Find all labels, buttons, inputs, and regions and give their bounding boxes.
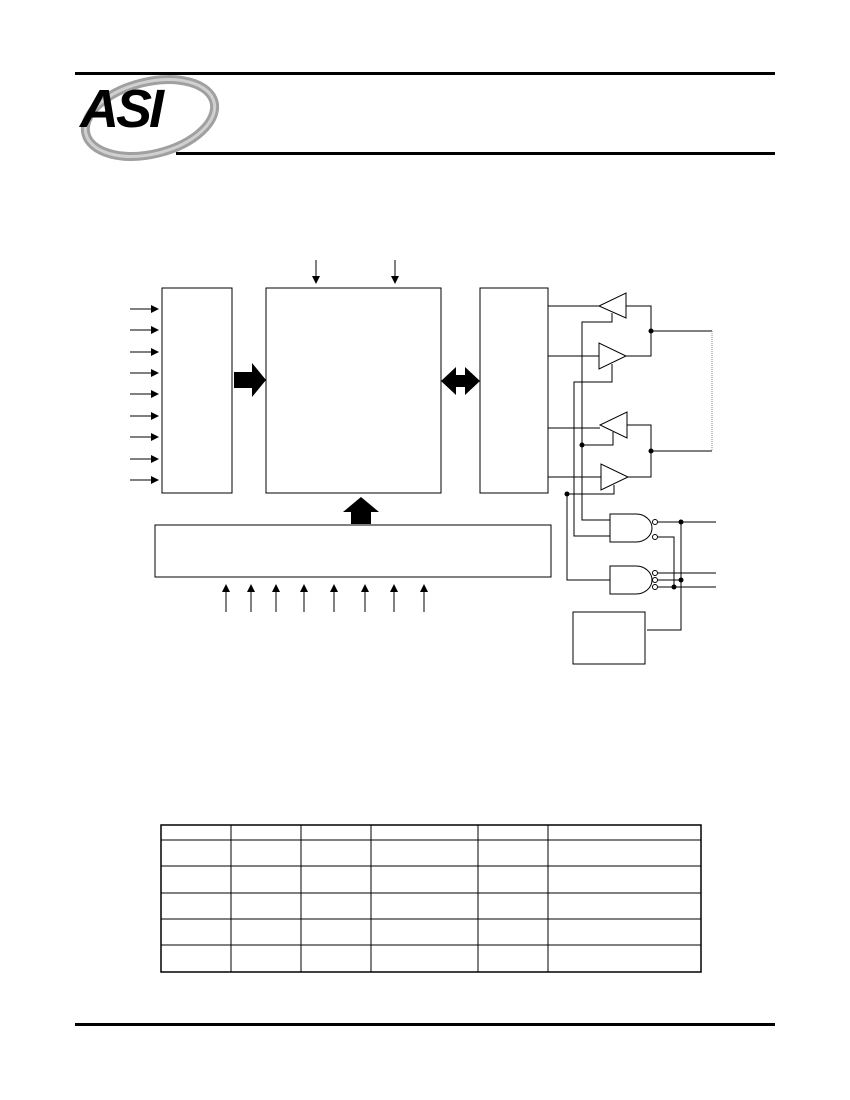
control-junctions [671,519,684,590]
output-buffers [597,292,630,491]
row-decoder-block [161,287,233,494]
logo [80,75,220,161]
and-gates [609,513,658,595]
column-address-inputs [222,584,428,612]
power-down-block [572,611,646,665]
shared-io-link [651,330,713,452]
and-gate-2 [609,565,653,595]
memory-array-block [265,287,442,494]
array-control-inputs [312,260,399,284]
header-rule-bottom [176,152,775,155]
row-address-inputs [130,305,159,484]
column-decoder-to-array-arrow [343,497,379,524]
decoder-to-array-arrow [234,363,266,397]
header-rule-top [75,72,775,75]
logo-text: ASI [80,79,164,139]
footer-rule [75,1023,775,1026]
control-wiring [647,521,716,631]
spec-table [160,824,702,973]
array-io-bidirectional-arrow [441,367,480,395]
io-block [479,287,549,494]
buffer-wiring [548,305,652,581]
and-gate-1 [609,513,653,543]
column-decoder-block [154,524,552,578]
wiring-junctions [564,328,654,497]
